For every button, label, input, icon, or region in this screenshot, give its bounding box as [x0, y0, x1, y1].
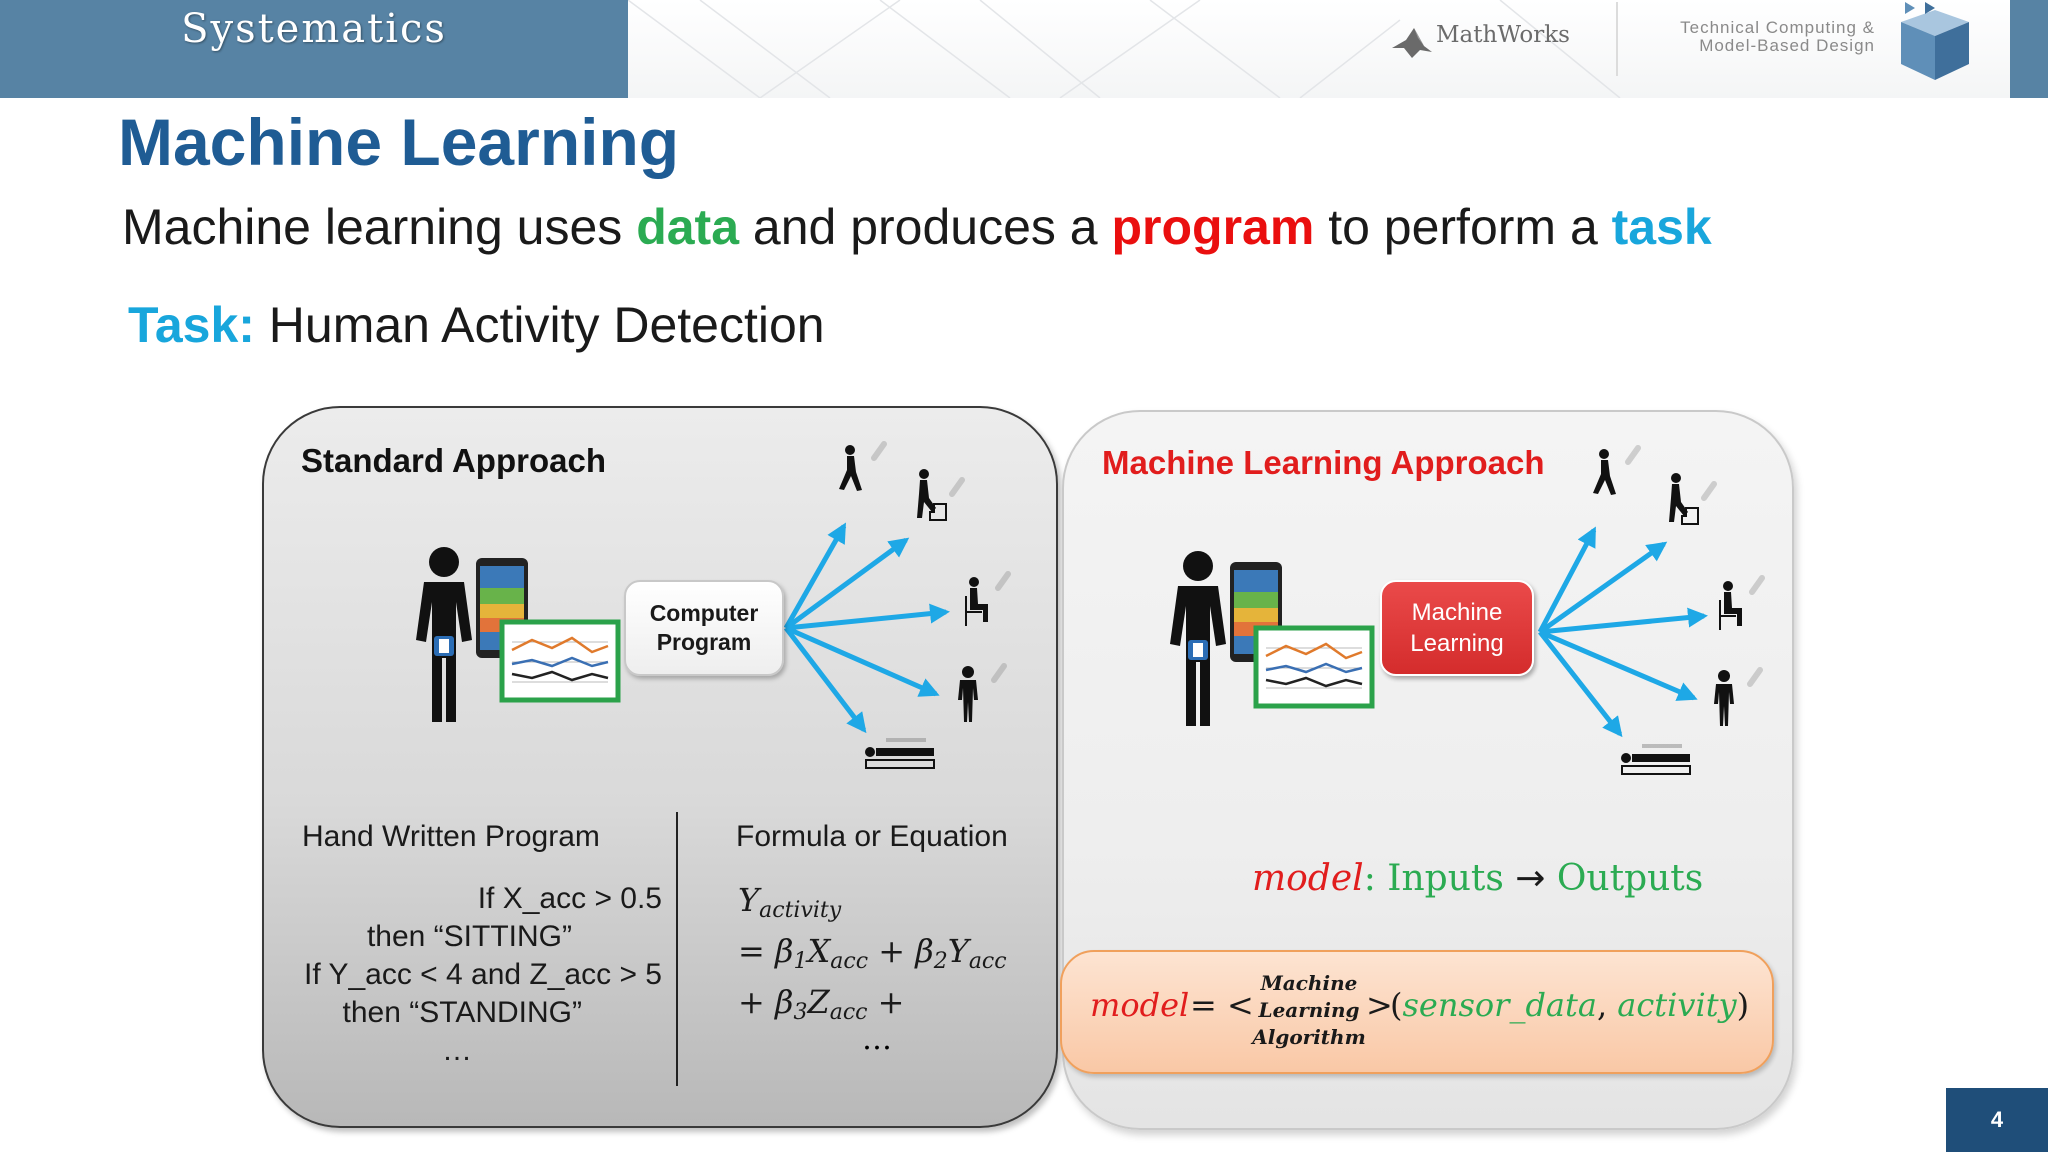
brand-name: Systematics: [181, 6, 447, 52]
code-line: If X_acc > 0.5: [477, 882, 662, 915]
standard-approach-title: Standard Approach: [301, 442, 606, 479]
formula-equals: = <: [1190, 986, 1254, 1024]
formula-algorithm-label: Machine Learning Algorithm: [1252, 971, 1366, 1049]
climbing-stairs-icon: [1668, 472, 1699, 525]
task-line: Task: Human Activity Detection: [128, 296, 825, 354]
code-line: …: [442, 1034, 472, 1067]
slide-subtitle: Machine learning uses data and produces …: [122, 199, 1712, 255]
climbing-stairs-icon: [916, 468, 947, 521]
sitting-icon: [1719, 580, 1743, 631]
code-line: then “STANDING”: [342, 996, 583, 1029]
person-with-phone-icon: [1170, 551, 1226, 726]
model-io-line: model: Inputs → Outputs: [1252, 858, 1704, 899]
mathworks-membrane-icon: [1392, 28, 1432, 58]
standing-icon: [958, 666, 978, 722]
word-program: program: [1111, 199, 1315, 255]
column-divider: [676, 812, 678, 1086]
mathworks-logo-text: MathWorks: [1436, 22, 1570, 48]
header-right-block: [2010, 0, 2048, 98]
formula-model-word: model: [1090, 986, 1190, 1024]
lying-icon: [1620, 743, 1691, 775]
formula-ellipsis: …: [862, 1022, 892, 1057]
task-text: Human Activity Detection: [254, 297, 825, 353]
chart-monitor-icon: [502, 622, 618, 700]
sitting-icon: [965, 576, 989, 627]
standing-icon: [1714, 670, 1734, 726]
walking-icon: [839, 445, 862, 491]
header-tagline: Technical Computing & Model-Based Design: [1680, 18, 1875, 55]
arrows-standard: [783, 522, 950, 734]
page-title: Machine Learning: [118, 105, 680, 179]
task-label: Task:: [128, 297, 255, 353]
lying-icon: [864, 737, 935, 769]
word-data: data: [636, 199, 739, 255]
formula-gt: >: [1366, 986, 1393, 1024]
code-block: If X_acc > 0.5 then “SITTING” If Y_acc <…: [272, 880, 662, 1070]
arrows-ml: [1537, 526, 1708, 738]
header-pattern: [627, 0, 1621, 98]
person-with-phone-icon: [416, 547, 472, 722]
header-divider: [1616, 2, 1618, 76]
formula-arguments: (sensor_data, activity): [1390, 986, 1750, 1024]
code-line: then “SITTING”: [366, 920, 572, 953]
page-number: 4: [1946, 1088, 2048, 1152]
brand-block: Systematics: [0, 0, 628, 98]
hand-written-heading: Hand Written Program: [302, 820, 600, 853]
ml-approach-title: Machine Learning Approach: [1102, 444, 1545, 481]
chart-monitor-icon: [1256, 628, 1372, 706]
word-task: task: [1611, 199, 1712, 255]
walking-icon: [1593, 449, 1616, 495]
activity-formula: Yactivity = β1Xacc + β2Yacc + β3Zacc +: [738, 881, 1007, 1025]
formula-heading: Formula or Equation: [736, 820, 1008, 853]
model-formula-box: [1060, 950, 1774, 1074]
code-line: If Y_acc < 4 and Z_acc > 5: [303, 958, 662, 991]
cube-icon: [1901, 2, 1969, 80]
